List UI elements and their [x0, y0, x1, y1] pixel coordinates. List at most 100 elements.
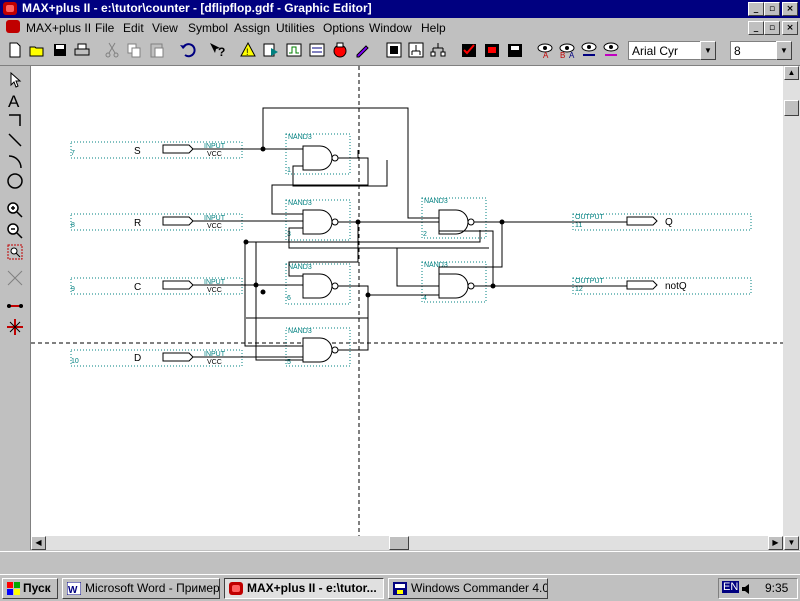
menu-maxplus[interactable]: MAX+plus II [26, 21, 92, 35]
start-label: Пуск [23, 581, 51, 595]
connect-dots-tool[interactable] [5, 296, 25, 316]
simulator-icon[interactable] [261, 40, 281, 60]
input-type-label: INPUT [204, 351, 226, 358]
paste-icon[interactable] [147, 40, 167, 60]
nand-gate-3[interactable]: NAND3 3 [285, 199, 351, 241]
diagonal-line-tool[interactable] [5, 130, 25, 150]
vertical-scroll-thumb[interactable] [784, 100, 799, 116]
menu-edit[interactable]: Edit [123, 21, 144, 35]
doc-restore-button[interactable]: ▫ [764, 21, 780, 35]
cut-icon[interactable] [102, 40, 122, 60]
menu-utilities[interactable]: Utilities [276, 21, 315, 35]
menu-options[interactable]: Options [323, 21, 365, 35]
menu-window[interactable]: Window [369, 21, 412, 35]
open-file-icon[interactable] [353, 40, 373, 60]
rubberbanding-tool[interactable] [5, 268, 25, 288]
menu-file[interactable]: File [95, 21, 115, 35]
input-pin-number: 8 [71, 222, 75, 229]
svg-text:A: A [543, 51, 549, 60]
title-bar[interactable]: MAX+plus II - e:\tutor\counter - [dflipf… [0, 0, 800, 18]
font-name-dropdown-icon[interactable]: ▼ [700, 41, 716, 60]
scroll-up-icon[interactable]: ▲ [784, 66, 799, 80]
copy-icon[interactable] [124, 40, 144, 60]
nand-gate-6[interactable]: NAND3 6 [285, 263, 351, 305]
task-button-windows-commander[interactable]: Windows Commander 4.0 -... [388, 578, 548, 599]
trace-back-icon[interactable] [601, 40, 621, 60]
hierarchy-up-icon[interactable] [330, 40, 350, 60]
horizontal-scroll-thumb[interactable] [389, 536, 409, 550]
start-button[interactable]: Пуск [2, 578, 58, 599]
font-size-dropdown-icon[interactable]: ▼ [776, 41, 792, 60]
fit-in-window-tool[interactable] [5, 242, 25, 262]
input-label-c: C [134, 282, 141, 293]
nand-gate-4[interactable]: NAND3 4 [421, 261, 487, 303]
close-button[interactable]: × [782, 2, 798, 16]
open-icon[interactable] [27, 40, 47, 60]
hierarchy-icon[interactable] [384, 40, 404, 60]
schematic-canvas[interactable]: 7 S INPUT VCC 8 R INPUT VCC 9 C INPUT VC… [31, 66, 783, 536]
scroll-left-icon[interactable]: ◀ [31, 536, 46, 550]
maximize-button[interactable]: ▫ [764, 2, 780, 16]
output-pin-notq[interactable]: OUTPUT 12 notQ [572, 277, 752, 295]
vertical-scrollbar[interactable]: ▲ ▼ [783, 66, 800, 550]
input-pin-s[interactable]: 7 S INPUT VCC [70, 141, 243, 159]
trace-icon[interactable] [579, 40, 599, 60]
taskbar: Пуск W Microsoft Word - Пример ... MAX+p… [0, 574, 800, 601]
compiler-icon[interactable]: ! [238, 40, 258, 60]
hierarchy-down-icon[interactable] [406, 40, 426, 60]
circle-tool[interactable] [5, 171, 25, 191]
nand-gate-1[interactable]: NAND3 1 [285, 133, 351, 175]
scroll-down-icon[interactable]: ▼ [784, 536, 799, 550]
text-tool[interactable]: A [5, 90, 25, 111]
project-save-compile-icon[interactable] [482, 40, 502, 60]
font-name-select[interactable]: Arial Cyr [628, 41, 716, 60]
timing-analyzer-icon[interactable] [284, 40, 304, 60]
zoom-in-tool[interactable] [5, 200, 25, 220]
input-pin-number: 9 [71, 286, 75, 293]
menu-symbol[interactable]: Symbol [188, 21, 229, 35]
svg-text:B: B [560, 51, 565, 60]
input-label-d: D [134, 353, 141, 364]
doc-close-button[interactable]: × [782, 21, 798, 35]
find-node-icon[interactable]: A [535, 40, 555, 60]
project-save-check-icon[interactable] [459, 40, 479, 60]
gate-type-label: NAND3 [288, 134, 312, 141]
hierarchy-tree-icon[interactable] [428, 40, 448, 60]
orthogonal-line-tool[interactable] [5, 110, 25, 130]
input-pin-number: 7 [71, 150, 75, 157]
input-pin-c[interactable]: 9 C INPUT VCC [70, 277, 243, 295]
project-save-simulate-icon[interactable] [505, 40, 525, 60]
disconnect-dots-tool[interactable] [5, 317, 25, 337]
language-indicator[interactable]: EN [722, 581, 740, 593]
input-pin-d[interactable]: 10 D INPUT VCC [70, 349, 243, 367]
horizontal-scrollbar[interactable]: ◀ ▶ [31, 536, 783, 550]
new-icon[interactable] [5, 40, 25, 60]
print-icon[interactable] [72, 40, 92, 60]
nand-gate-5[interactable]: NAND3 5 [285, 327, 351, 367]
document-icon[interactable] [6, 20, 20, 33]
task-button-word[interactable]: W Microsoft Word - Пример ... [62, 578, 220, 599]
minimize-button[interactable]: _ [748, 2, 764, 16]
output-pin-q[interactable]: OUTPUT 11 Q [572, 213, 752, 231]
menu-view[interactable]: View [152, 21, 178, 35]
doc-minimize-button[interactable]: _ [748, 21, 764, 35]
task-button-maxplus[interactable]: MAX+plus II - e:\tutor... [224, 578, 384, 599]
selection-tool[interactable] [5, 70, 25, 90]
input-pin-r[interactable]: 8 R INPUT VCC [70, 213, 243, 231]
save-icon[interactable] [50, 40, 70, 60]
arc-tool[interactable] [5, 150, 25, 170]
undo-icon[interactable] [177, 40, 197, 60]
menu-assign[interactable]: Assign [234, 21, 271, 35]
schematic-drawing[interactable]: 7 S INPUT VCC 8 R INPUT VCC 9 C INPUT VC… [31, 66, 783, 536]
menu-help[interactable]: Help [421, 21, 446, 35]
clock: 9:35 [765, 581, 789, 595]
zoom-out-tool[interactable] [5, 221, 25, 241]
app-icon[interactable] [3, 2, 17, 15]
help-icon[interactable]: ? [207, 40, 227, 60]
nand-gate-2[interactable]: NAND3 2 [421, 197, 487, 239]
speaker-icon[interactable] [741, 583, 753, 598]
programmer-icon[interactable] [307, 40, 327, 60]
scroll-right-icon[interactable]: ▶ [768, 536, 783, 550]
windows-commander-icon [393, 582, 407, 595]
